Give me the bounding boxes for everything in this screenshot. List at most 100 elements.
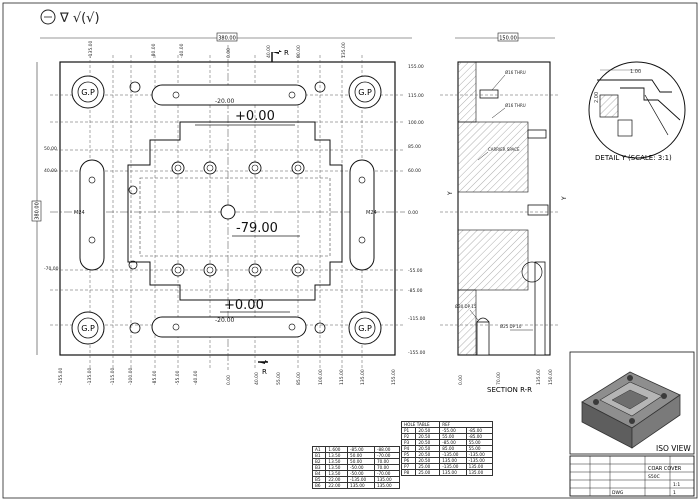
- tick-label: -55.00: [175, 370, 181, 385]
- detail-view-label: DETAIL Y (SCALE: 3:1): [595, 154, 672, 162]
- left-slot: [79, 159, 105, 271]
- upper-slot: [151, 84, 307, 106]
- tick-label: 135.00: [360, 369, 366, 385]
- side-tick-labels: 0.00 70.00 135.00 150.00: [458, 369, 554, 385]
- tick-label: -40.00: [179, 43, 185, 58]
- table-cell: 22.00: [325, 482, 349, 489]
- tick-label: -135.00: [87, 367, 93, 385]
- tick-label: 0.00: [458, 375, 464, 385]
- title-block-scale: 1:1: [673, 482, 680, 488]
- svg-text:Y: Y: [447, 191, 454, 196]
- tick-label: 155.00: [408, 64, 424, 70]
- callout-3: CARRIER SPACE: [488, 147, 520, 152]
- title-block-drawing-no: DWG: [612, 490, 624, 496]
- guide-pin-label: G.P: [358, 88, 372, 97]
- surface-finish-symbols: ∇ √(√): [59, 11, 100, 26]
- thread-label-left: M24: [74, 210, 85, 216]
- callout-2: Ø16 THRU: [505, 103, 526, 108]
- callout-1: Ø16 THRU: [505, 70, 526, 75]
- section-view-label: SECTION R-R: [487, 386, 532, 394]
- guide-pin-tr: G.P: [348, 75, 382, 109]
- table-cell: 135.00: [347, 482, 375, 489]
- tick-label: 80.00: [296, 45, 302, 58]
- center-pocket: [127, 121, 343, 301]
- tick-label: 40.00: [44, 168, 57, 174]
- tick-label: -80.00: [151, 43, 157, 58]
- tick-label: -55.00: [408, 268, 423, 274]
- title-block: COAR COVER S50C 1:1 1 DWG: [569, 455, 695, 497]
- lower-slot: [151, 316, 307, 338]
- table-cell: 135.00: [465, 469, 494, 476]
- tick-label: 135.00: [536, 369, 542, 385]
- title-block-title: COAR COVER: [648, 466, 682, 472]
- tick-label: 100.00: [318, 369, 324, 385]
- table-cell: 135.00: [373, 482, 401, 489]
- section-marker-top: R: [284, 49, 289, 57]
- guide-pin-bl: G.P: [71, 311, 105, 345]
- bottom-tick-labels: -155.00 -135.00 -115.00 -100.00 -85.00 -55.00…: [58, 367, 397, 385]
- tick-label: 40.00: [254, 372, 260, 385]
- guide-pin-label: G.P: [81, 324, 95, 333]
- tick-label: 115.00: [408, 93, 424, 99]
- callout-5: Ø25 DP 10: [500, 324, 522, 329]
- tick-label: 0.00: [408, 210, 418, 216]
- elevation-upper: +0.00: [235, 109, 275, 124]
- tick-label: -155.00: [408, 350, 426, 356]
- plate-outline: [59, 61, 396, 356]
- tick-label: -155.00: [58, 367, 64, 385]
- guide-pin-br: G.P: [348, 311, 382, 345]
- tick-label: -70.00: [44, 266, 59, 272]
- table-cell: 25.00: [415, 469, 441, 476]
- overall-height-dim: 380.00: [35, 202, 41, 220]
- detail-view: 1.00 2.00 DETAIL Y (SCALE: 3:1): [588, 61, 686, 162]
- table-cell: P8: [400, 469, 417, 476]
- tick-label: 55.00: [276, 372, 282, 385]
- overall-width-dim: 380.00: [218, 36, 236, 42]
- table-cell: 135.00: [439, 469, 467, 476]
- tick-label: 60.00: [408, 168, 421, 174]
- guide-pin-label: G.P: [358, 324, 372, 333]
- svg-text:1.00: 1.00: [630, 69, 641, 75]
- tick-label: -85.00: [408, 288, 423, 294]
- tick-label: 100.00: [408, 120, 424, 126]
- tick-label: 155.00: [391, 369, 397, 385]
- section-view: 150.00 Y Y Ø16 THRU Ø16 THRU CARRIER: [440, 32, 568, 394]
- tick-label: 70.00: [496, 372, 502, 385]
- tick-label: -100.00: [128, 367, 134, 385]
- guide-pin-label: G.P: [81, 88, 95, 97]
- tick-label: 85.00: [408, 144, 421, 150]
- section-marker-bottom: R: [262, 368, 267, 376]
- right-tick-labels: 155.00 115.00 100.00 85.00 60.00 0.00 -55.00 -8…: [408, 64, 426, 356]
- title-block-sheet: 1: [673, 490, 676, 496]
- tick-label: 40.00: [266, 45, 272, 58]
- tick-label: 150.00: [548, 369, 554, 385]
- tick-label: 85.00: [296, 372, 302, 385]
- elevation-center: -79.00: [236, 221, 278, 236]
- svg-text:2.00: 2.00: [594, 92, 600, 103]
- tick-label: 0.00: [226, 48, 232, 58]
- tick-label: -135.00: [88, 40, 94, 58]
- table-cell: B6: [311, 482, 327, 489]
- left-tick-labels: 50.00 40.00 -70.00: [44, 146, 59, 272]
- tick-label: 50.00: [44, 146, 57, 152]
- right-slot: [349, 159, 375, 271]
- iso-view-label: ISO VIEW: [656, 444, 691, 453]
- elevation-upper-small: -20.00: [215, 98, 235, 105]
- plan-view: 380.00 380.00: [31, 32, 412, 376]
- side-width-dim: 150.00: [499, 36, 517, 42]
- title-block-material: S50C: [648, 474, 660, 480]
- callout-4: Ø30 DP 15: [455, 304, 477, 309]
- tick-label: -115.00: [110, 367, 116, 385]
- tick-label: 115.00: [339, 369, 345, 385]
- elevation-lower-small: -20.00: [215, 317, 235, 324]
- tick-label: -85.00: [152, 370, 158, 385]
- finish-symbol-icon: [40, 9, 56, 25]
